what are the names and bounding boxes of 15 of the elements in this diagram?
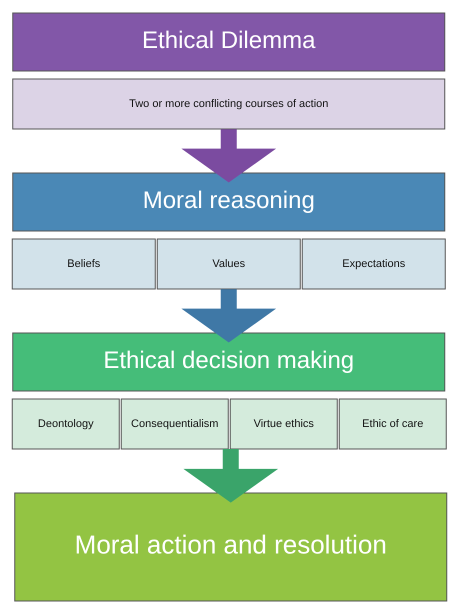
node-box: Expectations: [302, 238, 446, 290]
arrow: [181, 289, 276, 343]
node-box: Beliefs: [12, 238, 156, 290]
node-box: Moral action and resolution: [14, 492, 448, 602]
node-box: Deontology: [12, 398, 120, 450]
node-box: Ethical decision making: [12, 332, 446, 392]
node-box: Ethical Dilemma: [12, 12, 446, 72]
node-box: Consequentialism: [120, 398, 229, 450]
node-box: Values: [156, 238, 301, 290]
node-box: Virtue ethics: [230, 398, 338, 450]
node-box: Two or more conflicting courses of action: [12, 78, 446, 130]
arrow: [183, 449, 278, 503]
node-box: Moral reasoning: [12, 172, 446, 232]
arrow: [181, 129, 276, 183]
node-box: Ethic of care: [338, 398, 447, 450]
